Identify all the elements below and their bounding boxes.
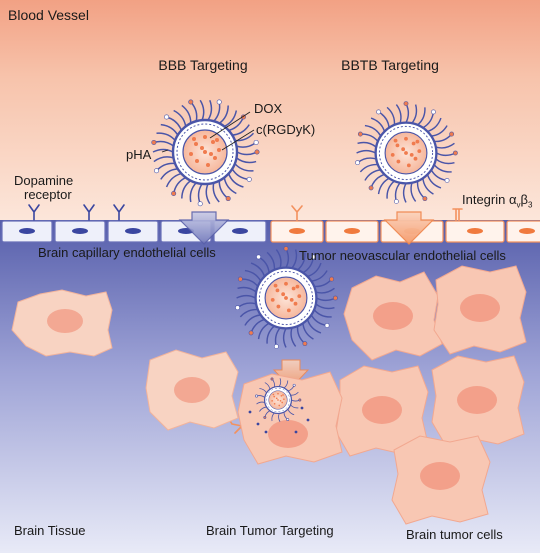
blood-vessel-region — [0, 0, 540, 220]
integrin-label: Integrin αvβ3 — [462, 192, 532, 213]
released-drug-dot — [294, 430, 298, 434]
internalized-micelle-icon — [255, 377, 302, 422]
integrin-sub-v: v — [516, 200, 521, 210]
capillary-endothelial-layer — [1, 220, 267, 243]
tumor-cells-label: Brain tumor cells — [406, 527, 503, 542]
bbtb-targeting-label: BBTB Targeting — [341, 57, 439, 73]
dopamine-label-line1: Dopamine — [14, 173, 74, 188]
dox-label: DOX — [254, 101, 283, 116]
tumor-micelle-icon — [235, 246, 338, 349]
released-drug-dot — [306, 418, 310, 422]
label-pointer-lines — [161, 111, 255, 153]
dopamine-receptor-label: Dopamine receptor — [14, 174, 73, 202]
released-drug-dot — [248, 410, 252, 414]
peptide-label: c(RGDyK) — [256, 122, 316, 137]
neovascular-cells-label: Tumor neovascular endothelial cells — [299, 248, 506, 263]
normal-brain-cells — [11, 289, 239, 431]
integrin-alpha-text: Integrin α — [462, 192, 517, 207]
released-drug-dot — [256, 422, 260, 426]
dopamine-receptors — [28, 204, 125, 221]
brain-tissue-label: Brain Tissue — [14, 523, 86, 538]
integrin-beta-text: β — [520, 192, 528, 207]
bbtb-transcytosis-arrow-icon — [383, 211, 435, 245]
blood-vessel-label: Blood Vessel — [8, 7, 89, 23]
micelle-group — [151, 99, 458, 434]
released-drug-dot — [264, 430, 268, 434]
bbtb-micelle-icon — [355, 101, 458, 204]
bbb-micelle-icon — [151, 99, 260, 207]
brain-tumor-cells — [237, 265, 527, 525]
tumor-targeting-label: Brain Tumor Targeting — [206, 523, 334, 538]
released-drug-dot — [300, 406, 304, 410]
integrin-sub-3: 3 — [527, 200, 533, 210]
dopamine-label-line2: receptor — [24, 187, 72, 202]
capillary-cells-label: Brain capillary endothelial cells — [38, 245, 216, 260]
bbb-targeting-label: BBB Targeting — [158, 57, 248, 73]
pha-label: pHA — [126, 147, 152, 162]
bbb-transcytosis-arrow-icon — [178, 211, 230, 245]
